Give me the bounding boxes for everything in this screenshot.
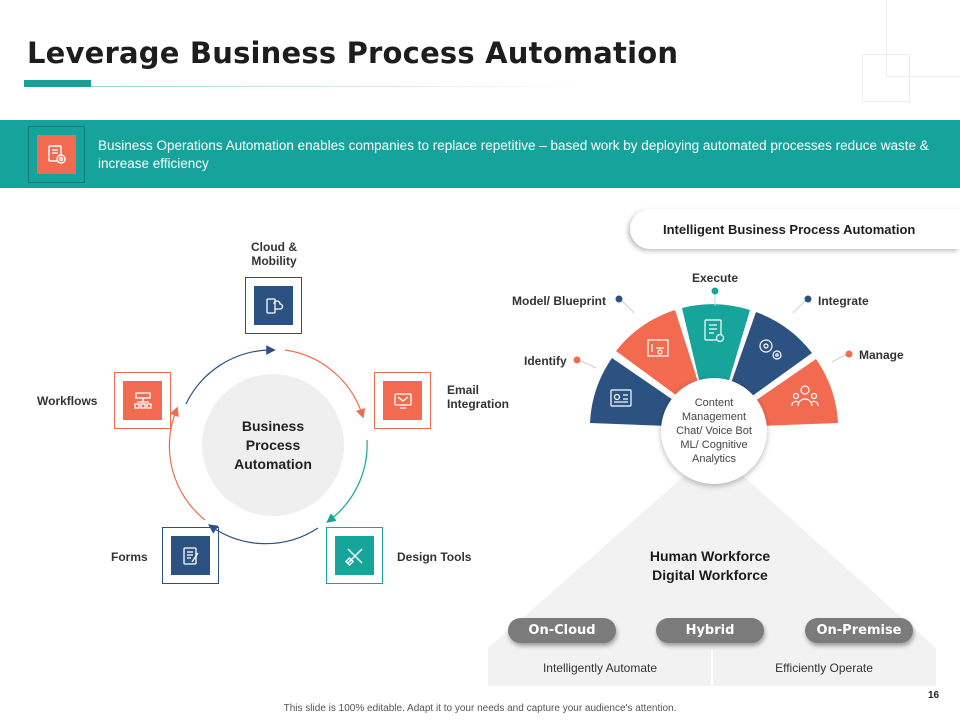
arc-cloud-to-email: [284, 349, 366, 419]
label-intelligently-automate: Intelligently Automate: [542, 661, 658, 675]
cycle-center-label: Business Process Automation: [234, 417, 312, 472]
pill-on-cloud: On-Cloud: [508, 618, 616, 643]
segment-execute: [682, 304, 750, 384]
form-document-icon: [171, 536, 210, 575]
title-accent-bar: [24, 80, 91, 87]
mobile-cloud-icon: [254, 286, 293, 325]
fan-segments: [590, 304, 838, 426]
banner-icon-frame: [28, 126, 85, 183]
label-design-tools: Design Tools: [397, 550, 472, 564]
label-manage: Manage: [859, 348, 904, 362]
pyramid-background: [488, 450, 936, 648]
leader-model: [615, 295, 635, 314]
leader-identify: [573, 356, 597, 369]
label-workflows: Workflows: [37, 394, 98, 408]
arc-design-to-forms: [208, 524, 319, 545]
id-card-icon: [610, 389, 632, 407]
summary-banner: Business Operations Automation enables c…: [0, 120, 960, 188]
banner-text: Business Operations Automation enables c…: [98, 138, 929, 171]
arc-workflows-to-cloud: [185, 345, 276, 405]
label-email-integration: Email Integration: [447, 383, 509, 411]
title-underline: [91, 86, 591, 87]
label-cloud-mobility: Cloud & Mobility: [251, 240, 297, 268]
decor-line-horizontal: [886, 76, 960, 77]
node-cloud-mobility: [245, 277, 302, 334]
node-workflows: [114, 372, 171, 429]
arc-email-to-design: [326, 439, 368, 523]
decor-line-vertical: [886, 0, 887, 76]
label-efficiently-operate: Efficiently Operate: [775, 661, 873, 675]
node-email-integration: [374, 372, 431, 429]
footer-note: This slide is 100% editable. Adapt it to…: [283, 703, 677, 714]
pill-on-premise: On-Premise: [805, 618, 913, 643]
slide-title: Leverage Business Process Automation: [27, 36, 679, 70]
automation-header-ribbon: Intelligent Business Process Automation: [630, 209, 960, 249]
content-circle: Content Management Chat/ Voice Bot ML/ C…: [661, 378, 767, 484]
arc-forms-to-workflows: [168, 406, 206, 521]
pill-hybrid: Hybrid: [656, 618, 764, 643]
segment-identify: [590, 358, 676, 426]
segment-integrate: [730, 312, 812, 399]
leader-integrate: [792, 295, 812, 314]
leader-manage: [831, 350, 853, 363]
workforce-text: Human Workforce Digital Workforce: [649, 548, 771, 583]
content-text: Content Management Chat/ Voice Bot ML/ C…: [676, 397, 752, 465]
label-model-blueprint: Model/ Blueprint: [512, 294, 606, 308]
email-monitor-icon: [383, 381, 422, 420]
label-identify: Identify: [524, 354, 567, 368]
blueprint-icon: [647, 339, 669, 357]
design-tools-icon: [335, 536, 374, 575]
cycle-center-circle: Business Process Automation: [202, 374, 344, 516]
page-number: 16: [928, 690, 940, 701]
label-execute: Execute: [692, 271, 739, 285]
label-forms: Forms: [111, 550, 148, 564]
node-design-tools: [326, 527, 383, 584]
gears-icon: [759, 339, 782, 360]
checklist-gear-icon: [704, 319, 725, 343]
decor-box: [862, 54, 910, 102]
workflow-chart-icon: [123, 381, 162, 420]
segment-manage: [752, 359, 838, 426]
label-integrate: Integrate: [818, 294, 869, 308]
team-settings-icon: [791, 385, 819, 407]
leader-execute: [711, 287, 719, 306]
node-forms: [162, 527, 219, 584]
segment-model: [616, 310, 699, 398]
automation-settings-icon: [37, 135, 76, 174]
